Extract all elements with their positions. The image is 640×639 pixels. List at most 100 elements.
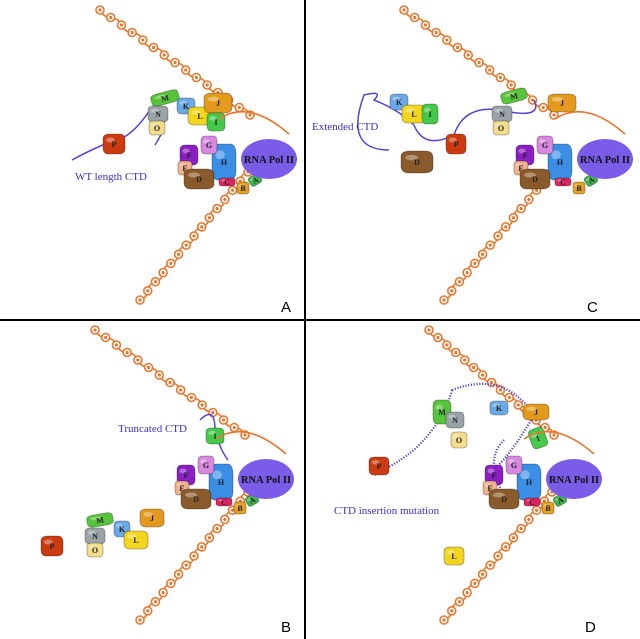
subunit-label-l: L [133, 536, 138, 545]
subunit-label-b: B [240, 184, 246, 193]
subunit-j: J [139, 508, 165, 528]
subunit-label-l: L [451, 552, 456, 561]
subunit-label-b: B [576, 184, 582, 193]
rna-pol-ii-label: RNA Pol II [244, 155, 294, 166]
subunit-label-l: L [411, 110, 416, 119]
rna-pol-ii [577, 139, 633, 179]
subunit-j: J [547, 93, 577, 113]
subunit-label-e: E [182, 164, 187, 173]
subunit-label-c: C [529, 498, 535, 507]
subunit-label-o: O [92, 546, 98, 555]
subunit-p: P [40, 535, 64, 557]
subunit-c: C [523, 497, 541, 507]
subunit-label-p: P [454, 140, 459, 149]
subunit-k: K [489, 400, 509, 416]
subunit-label-g: G [206, 141, 212, 150]
subunit-label-f: F [187, 151, 192, 160]
subunit-label-n: N [452, 416, 458, 425]
rna-pol-ii [546, 459, 602, 499]
subunit-label-o: O [456, 436, 462, 445]
subunit-label-f: F [492, 471, 497, 480]
subunit-label-e: E [179, 484, 184, 493]
subunit-d: D [400, 150, 434, 174]
subunit-label-e: E [487, 484, 492, 493]
subunit-c: C [218, 177, 236, 187]
subunit-label-c: C [221, 498, 227, 507]
subunit-d: D [183, 168, 215, 190]
ctd-label: WT length CTD [75, 171, 147, 183]
subunit-label-d: D [501, 495, 507, 504]
subunit-label-j: J [560, 99, 564, 108]
subunit-n: N [491, 105, 513, 123]
subunit-label-a: A [247, 495, 257, 506]
dna-downstream [439, 487, 557, 625]
subunit-b: B [572, 181, 586, 195]
dna-upstream [90, 325, 250, 440]
subunit-label-c: C [224, 178, 230, 187]
subunit-n: N [445, 411, 465, 429]
subunit-g: G [536, 135, 554, 155]
subunit-i: I [421, 103, 439, 125]
subunit-b: B [233, 501, 247, 515]
subunit-label-p: P [50, 542, 55, 551]
subunit-label-h: H [221, 158, 228, 167]
ctd-label: Truncated CTD [118, 423, 187, 435]
subunit-label-h: H [526, 478, 533, 487]
subunit-p: P [445, 133, 467, 155]
subunit-label-a: A [250, 175, 260, 186]
subunit-m: M [150, 89, 180, 107]
subunit-n: N [147, 105, 169, 123]
subunit-label-i: I [428, 110, 431, 119]
subunit-label-g: G [542, 141, 548, 150]
subunit-label-o: O [498, 124, 504, 133]
subunit-n: N [84, 527, 106, 545]
subunit-l: L [401, 104, 427, 124]
subunit-label-a: A [555, 495, 565, 506]
subunit-p: P [102, 133, 126, 155]
subunit-label-k: K [396, 98, 403, 107]
subunit-j: J [203, 92, 233, 114]
ctd-label: CTD insertion mutation [334, 505, 440, 517]
subunit-label-c: C [560, 178, 566, 187]
subunit-o: O [86, 542, 104, 558]
rna-pol-ii-label: RNA Pol II [580, 155, 630, 166]
panel-letter: B [281, 619, 291, 636]
subunit-c: C [215, 497, 233, 507]
subunit-o: O [148, 120, 166, 136]
subunit-label-l: L [197, 112, 202, 121]
ctd-label: Extended CTD [312, 121, 378, 133]
subunit-label-p: P [112, 140, 117, 149]
subunit-label-f: F [184, 471, 189, 480]
subunit-g: G [505, 455, 523, 475]
subunit-b: B [541, 501, 555, 515]
subunit-f: F [515, 144, 535, 166]
subunit-label-p: P [377, 462, 382, 471]
subunit-label-m: M [96, 515, 105, 525]
subunit-label-h: H [557, 158, 564, 167]
subunit-label-d: D [196, 175, 202, 184]
rna-pol-ii-label: RNA Pol II [241, 475, 291, 486]
subunit-label-g: G [203, 461, 209, 470]
subunit-p: P [368, 456, 390, 476]
dna-upstream [399, 5, 559, 120]
subunit-label-k: K [183, 102, 190, 111]
subunit-label-m: M [160, 93, 170, 104]
subunit-label-k: K [119, 525, 126, 534]
panel-letter: A [281, 299, 291, 316]
subunit-d: D [519, 168, 551, 190]
subunit-label-i: I [214, 118, 217, 127]
subunit-label-e: E [518, 164, 523, 173]
subunit-g: G [197, 455, 215, 475]
subunit-f: F [176, 464, 196, 486]
panel-letter: D [585, 619, 596, 636]
rna-pol-ii-label: RNA Pol II [549, 475, 599, 486]
subunit-m: M [500, 87, 528, 105]
